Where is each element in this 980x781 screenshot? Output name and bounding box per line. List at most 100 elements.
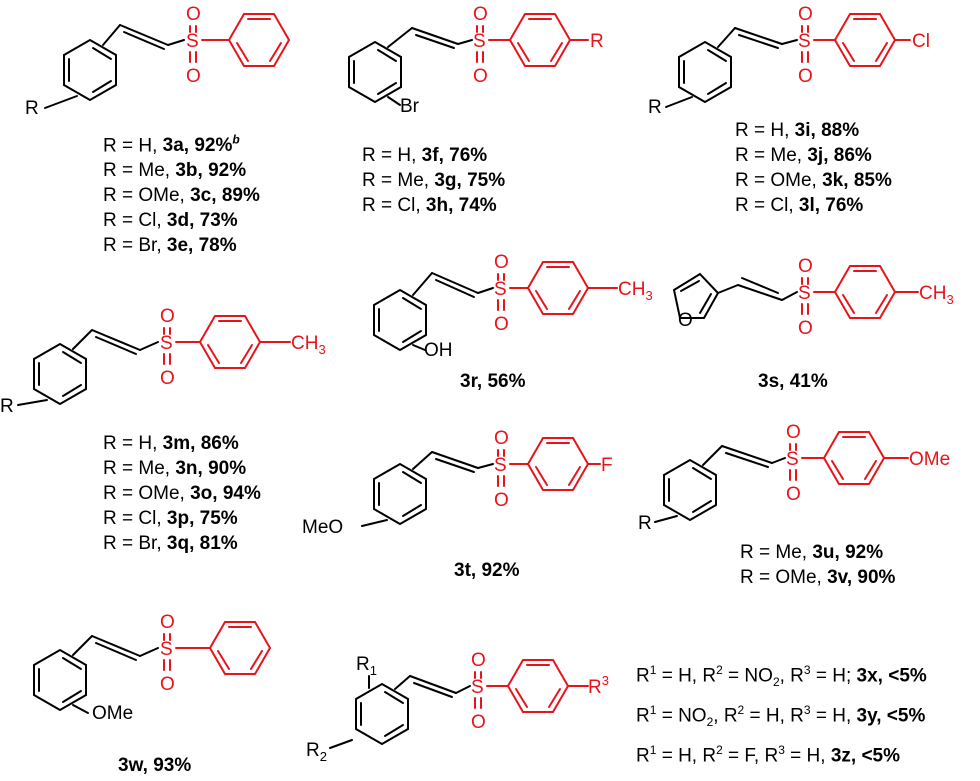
oxygen-atom: O xyxy=(494,314,509,335)
compound-yield: 3e, 78% xyxy=(166,235,237,257)
condition-text: = NO xyxy=(722,665,773,687)
methyl-group: CH3 xyxy=(618,279,653,303)
condition-text: = H, xyxy=(810,705,857,727)
structure-3w: S O O OMe xyxy=(33,612,271,724)
substituent-label: R = H, xyxy=(362,145,422,166)
compound-id: 3k xyxy=(822,170,844,191)
substituent-label: R = Me, xyxy=(103,160,176,182)
yield-row: R = H, 3f, 76% xyxy=(362,143,505,168)
superscript: 1 xyxy=(649,703,657,718)
yield-value: 86% xyxy=(833,145,872,166)
superscript: 3 xyxy=(803,703,811,718)
oxygen-atom: O xyxy=(473,66,488,87)
compound-yield: 3l, 76% xyxy=(798,195,864,216)
r-group: R xyxy=(648,97,662,118)
compound-id: 3l xyxy=(798,195,815,216)
structure-3a-3e: S O O R xyxy=(25,4,290,119)
superscript: 3 xyxy=(803,663,811,677)
compound-yield: 3n, 90% xyxy=(175,458,247,479)
compound-id: 3m xyxy=(162,433,191,454)
structure-3r: S O O CH3 OH xyxy=(373,252,653,361)
oxygen-atom: O xyxy=(494,428,509,449)
substituent-label: R = OMe, xyxy=(735,170,823,191)
oxygen-atom: O xyxy=(473,4,488,25)
condition-text: R xyxy=(702,665,717,687)
fluorine-atom: F xyxy=(601,455,613,476)
bromine-atom: Br xyxy=(400,96,420,117)
yield-value: 75% xyxy=(467,170,506,191)
sulfur-atom: S xyxy=(786,449,799,470)
yield-value: 90% xyxy=(857,567,896,588)
yield-row: R = Me, 3b, 92% xyxy=(103,158,260,183)
oxygen-atom: O xyxy=(798,66,813,87)
structure-3x-3z: S O O R3 R1 R2 xyxy=(306,650,609,764)
compound-id: 3b xyxy=(175,160,198,182)
compound-yield: 3u, 92% xyxy=(812,542,884,563)
substituent-label: R = OMe, xyxy=(740,567,828,588)
yield-list-3u-3v: R = Me, 3u, 92%R = OMe, 3v, 90% xyxy=(740,540,895,590)
r-group: R xyxy=(590,31,604,52)
methoxy-group: OMe xyxy=(909,449,950,470)
oxygen-atom: O xyxy=(160,368,175,389)
methyl-group: CH3 xyxy=(919,283,954,307)
condition-text: = H; xyxy=(810,665,857,687)
substituent-label: R = H, xyxy=(103,135,163,157)
subscript: 2 xyxy=(772,675,780,690)
compound-yield: 3h, 74% xyxy=(425,195,497,216)
compound-yield: 3g, 75% xyxy=(434,170,506,191)
subscript: 2 xyxy=(706,715,714,730)
substituent-label: R = OMe, xyxy=(103,483,191,504)
oxygen-atom: O xyxy=(786,484,801,505)
oxygen-atom: O xyxy=(471,650,486,671)
yield-row: R = Me, 3g, 75% xyxy=(362,168,505,193)
yield-row: R = Me, 3n, 90% xyxy=(103,456,261,481)
compound-yield: 3f, 76% xyxy=(421,145,488,166)
yield-value: 78% xyxy=(198,235,237,257)
yield-value: 75% xyxy=(199,508,238,529)
substituent-label: R = Me, xyxy=(735,145,808,166)
conditions-list-3x-3z: R1 = H, R2 = NO2, R3 = H; 3x, <5%R1 = NO… xyxy=(636,656,927,771)
yield-value: 73% xyxy=(199,210,238,232)
superscript: 2 xyxy=(716,663,723,677)
substituent-label: R = H, xyxy=(735,120,795,141)
condition-text: R xyxy=(636,745,650,767)
r-group: R xyxy=(25,98,39,119)
yield-row: R = Br, 3e, 78% xyxy=(103,233,260,258)
yield-value: 76% xyxy=(449,145,488,166)
condition-text: , R xyxy=(713,705,738,727)
condition-text: = H, R xyxy=(656,745,717,767)
superscript: 2 xyxy=(716,743,723,758)
compound-yield: 3z, <5% xyxy=(830,745,901,767)
oxygen-atom: O xyxy=(186,66,201,87)
sulfur-atom: S xyxy=(160,333,173,354)
compound-yield: 3m, 86% xyxy=(162,433,239,454)
substituent-label: R = Cl, xyxy=(103,508,167,529)
yield-row: R = Me, 3u, 92% xyxy=(740,540,895,565)
compound-yield: 3a, 92%b xyxy=(162,133,240,157)
chlorine-atom: Cl xyxy=(912,31,930,52)
compound-id: 3d xyxy=(166,210,190,232)
oxygen-atom: O xyxy=(798,318,813,339)
compound-3s-yield: 3s, 41% xyxy=(758,371,828,392)
sulfur-atom: S xyxy=(494,279,507,300)
yield-value: 92% xyxy=(194,135,233,157)
r2-group: R2 xyxy=(306,740,327,764)
compound-3t-yield: 3t, 92% xyxy=(454,560,520,581)
yield-value: 89% xyxy=(221,185,260,207)
compound-id: 3e xyxy=(166,235,189,257)
compound-id: 3q xyxy=(166,533,190,554)
compound-id: 3g xyxy=(434,170,457,191)
yield-value: 85% xyxy=(853,170,892,191)
yield-row: R = Cl, 3p, 75% xyxy=(103,506,261,531)
yield-value: 94% xyxy=(222,483,261,504)
condition-text: R xyxy=(636,705,650,727)
structure-3i-3l: S O O Cl R xyxy=(648,4,930,118)
substituent-label: R = Br, xyxy=(103,235,167,257)
yield-row: R = Cl, 3l, 76% xyxy=(735,193,892,218)
yield-row: R = Cl, 3h, 74% xyxy=(362,193,505,218)
yield-value: 90% xyxy=(208,458,247,479)
yield-row: R = H, 3i, 88% xyxy=(735,118,892,143)
compound-id: 3u xyxy=(812,542,835,563)
compound-id: 3h xyxy=(425,195,449,216)
compound-id: 3p xyxy=(166,508,190,529)
